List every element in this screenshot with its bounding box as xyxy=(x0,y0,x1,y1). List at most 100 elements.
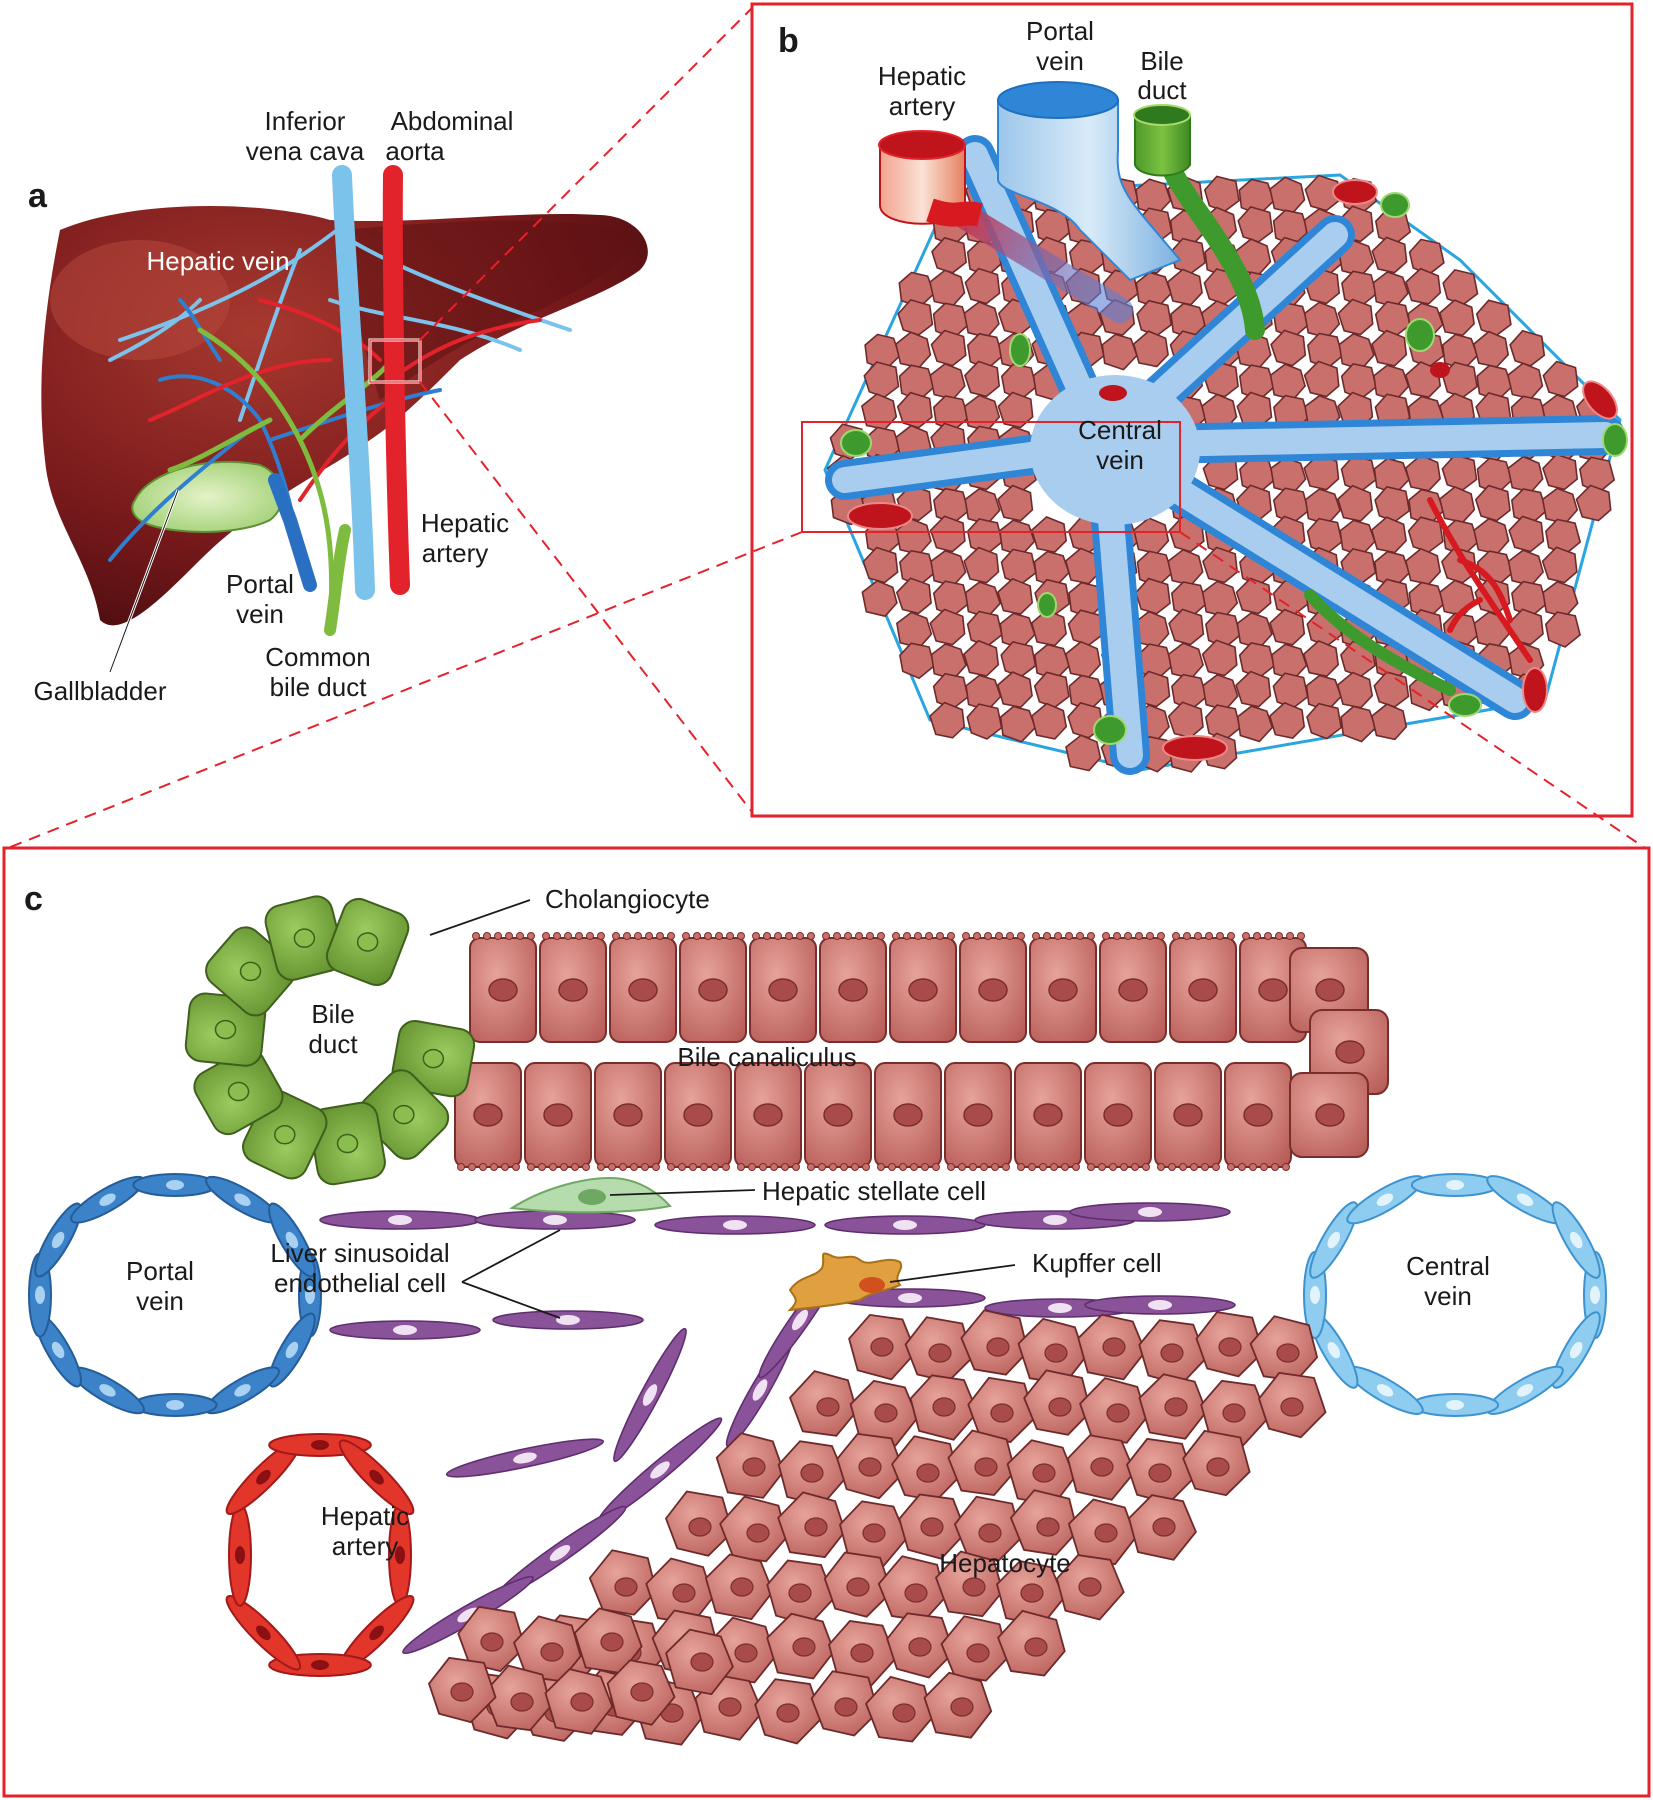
label-cbd-2: bile duct xyxy=(270,672,368,702)
zoom-lines-a-to-b xyxy=(419,7,753,813)
inferior-vena-cava xyxy=(332,165,375,600)
hepatocyte-cell xyxy=(766,1559,836,1626)
hepatocyte-cell xyxy=(1009,1489,1079,1556)
canaliculus-hepatocyte xyxy=(1169,932,1237,1043)
liver-sinusoidal-endothelial-cell xyxy=(492,1310,644,1330)
central-vein-core xyxy=(1030,375,1200,525)
hepatocyte-cell xyxy=(836,1432,905,1500)
hepatocyte-cell xyxy=(788,1370,858,1437)
lobule-hepatocyte xyxy=(996,577,1034,615)
hepatocyte-cell xyxy=(909,1374,979,1441)
label-a-portal-vein-1: Portal xyxy=(226,569,294,599)
hepatocyte-cell xyxy=(848,1313,917,1381)
hepatocyte-cell xyxy=(1138,1373,1208,1440)
panel-c-vessel-walls xyxy=(28,1173,1607,1677)
liver-sinusoidal-endothelial-cell xyxy=(824,1215,986,1235)
label-hepatocyte: Hepatocyte xyxy=(939,1548,1071,1578)
hepatocyte-cell xyxy=(715,1432,785,1499)
cholangiocyte xyxy=(325,897,410,986)
lobule-hepatocyte xyxy=(1542,360,1579,398)
label-b-portal-vein-2: vein xyxy=(1036,46,1084,76)
label-c-bile-duct-1: Bile xyxy=(311,999,354,1029)
label-c-bile-duct-2: duct xyxy=(308,1029,358,1059)
label-b-central-vein-2: vein xyxy=(1096,445,1144,475)
canaliculus-hepatocyte xyxy=(804,1062,872,1171)
label-hepatic-stellate-cell: Hepatic stellate cell xyxy=(762,1176,986,1206)
hepatocyte-cell xyxy=(704,1553,774,1621)
lobule-hepatocyte xyxy=(1235,670,1272,708)
label-lsec-2: endothelial cell xyxy=(274,1268,446,1298)
hepatocyte-cell xyxy=(427,1656,497,1724)
lobule-hepatocyte xyxy=(1474,484,1511,522)
central-vein-endothelial-cell xyxy=(1551,1201,1601,1279)
label-b-central-vein-1: Central xyxy=(1078,415,1162,445)
canaliculus-hepatocyte xyxy=(1014,1062,1082,1171)
canaliculus-hepatocyte xyxy=(1154,1062,1222,1171)
lobule-hepatocyte xyxy=(1306,702,1343,740)
liver-sinusoidal-endothelial-cell xyxy=(319,1210,481,1230)
lobule-hepatocyte xyxy=(1336,484,1374,522)
hepatocyte-cell xyxy=(1200,1379,1269,1447)
canaliculus-hepatocyte xyxy=(944,1062,1012,1171)
label-ivc-1: Inferior xyxy=(265,106,346,136)
label-aorta-1: Abdominal xyxy=(391,106,514,136)
liver-sinusoidal-endothelial-cell xyxy=(1069,1202,1231,1222)
lobule-hepatocyte xyxy=(895,577,932,615)
lobule-hepatocyte xyxy=(1303,453,1340,491)
canaliculus-hepatocyte xyxy=(734,1062,802,1171)
lobule-hepatocyte xyxy=(1030,609,1067,647)
hepatocyte-cell xyxy=(934,1550,1004,1618)
tube-bile-duct xyxy=(1133,104,1191,177)
label-b-portal-vein-1: Portal xyxy=(1026,16,1094,46)
hepatocyte-cell xyxy=(953,1495,1023,1563)
canaliculus-hepatocyte xyxy=(539,932,607,1043)
hepatocyte-cell xyxy=(754,1678,823,1745)
hepatocyte-cell xyxy=(766,1612,836,1680)
lobule-artery-branches xyxy=(1427,497,1533,663)
hepatic-artery-endothelial-cell xyxy=(225,1595,302,1671)
tube-portal-vein xyxy=(997,81,1182,282)
lobule-hepatocyte xyxy=(929,515,966,553)
label-bile-canaliculus: Bile canaliculus xyxy=(677,1042,856,1072)
tube-hepatic-artery xyxy=(878,130,983,227)
label-cholangiocyte: Cholangiocyte xyxy=(545,884,710,914)
liver-sinusoidal-endothelial-cell xyxy=(613,1327,687,1463)
hepatic-artery-endothelial-cell xyxy=(338,1439,415,1515)
liver-left-lobe-shade xyxy=(340,220,629,400)
label-b-bile-duct-2: duct xyxy=(1137,75,1187,105)
canaliculus-hepatocyte xyxy=(889,932,957,1043)
lobule-hepatocyte xyxy=(929,608,966,646)
canaliculus-hepatocyte xyxy=(1084,1062,1152,1171)
hepatocyte-cell xyxy=(923,1671,993,1739)
lobule-hepatocyte xyxy=(964,267,1001,305)
lobule-hepatocyte xyxy=(963,639,1000,677)
hepatocyte-cell xyxy=(1195,1311,1265,1378)
label-aorta-2: aorta xyxy=(385,136,445,166)
lobule-hepatocyte xyxy=(1371,703,1408,741)
liver-sinusoidal-endothelial-cell xyxy=(445,1438,605,1478)
portal-vein-endothelial-cell xyxy=(205,1366,280,1415)
lobule-hepatocyte xyxy=(1541,546,1578,584)
hepatocyte-cell xyxy=(665,1628,734,1696)
lobule-hepatocyte xyxy=(997,484,1034,522)
cholangiocyte xyxy=(193,1048,284,1136)
hepatocyte-cell xyxy=(865,1675,934,1743)
hepatocyte-sheet xyxy=(427,1309,1327,1746)
liver-sinusoidal-endothelial-cell xyxy=(474,1210,636,1230)
lobule-hepatocyte xyxy=(1202,546,1239,584)
label-ivc-2: vena cava xyxy=(246,136,365,166)
hepatocyte-cell xyxy=(1125,1437,1195,1505)
canaliculus-hepatocyte xyxy=(454,1062,522,1171)
canaliculus-hepatocyte xyxy=(819,932,887,1043)
hepatocyte-cell xyxy=(1079,1377,1148,1444)
central-vein-endothelial-cell xyxy=(1309,1201,1359,1279)
portal-vein-endothelial-cell xyxy=(132,1393,218,1417)
zoom-lines-b-to-c xyxy=(7,531,1646,849)
lobule-hepatocyte xyxy=(1235,577,1272,615)
lobule-hepatocyte xyxy=(1371,236,1408,274)
hepatocyte-cell xyxy=(947,1429,1016,1497)
lobule-hepatocyte xyxy=(999,705,1037,743)
hepatocyte-cell xyxy=(1067,1498,1137,1566)
label-hepatic-vein: Hepatic vein xyxy=(146,246,289,276)
